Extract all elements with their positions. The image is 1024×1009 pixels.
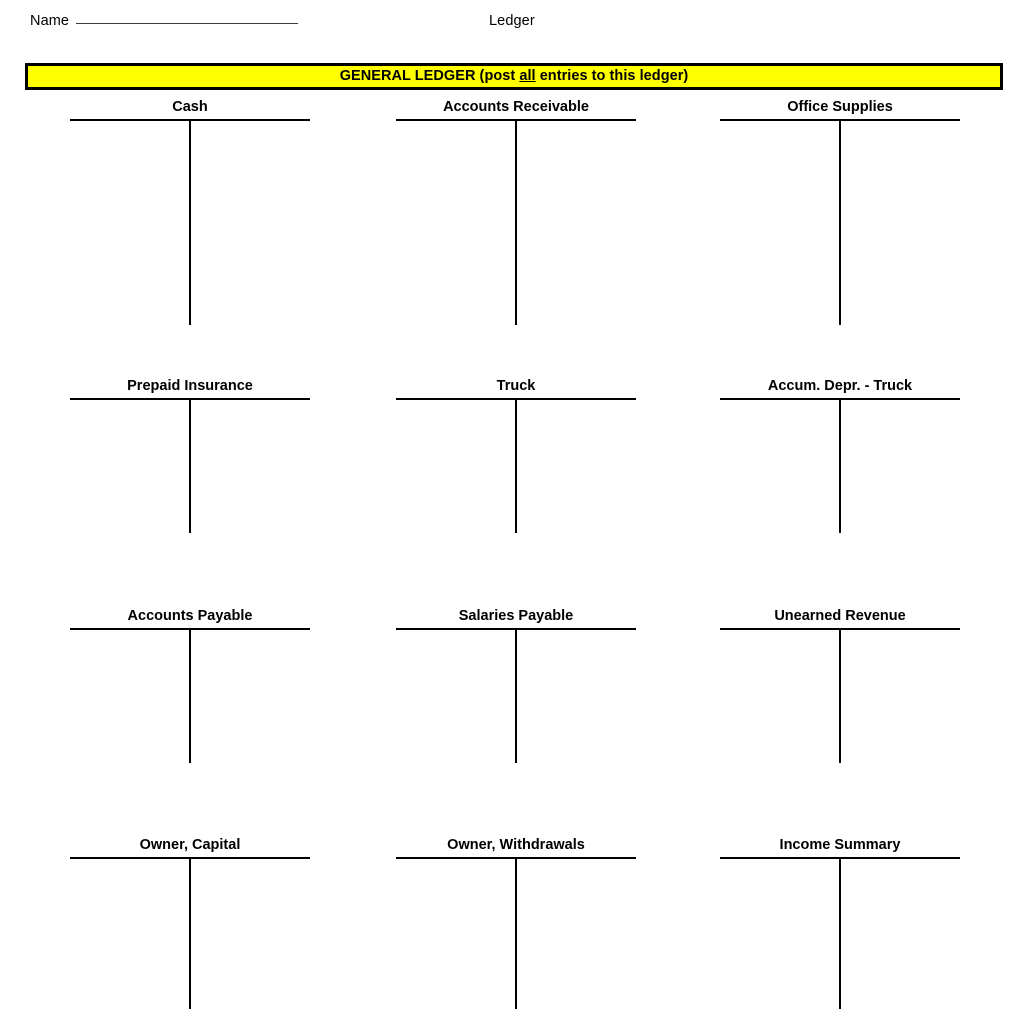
t-account-center-divider <box>839 121 842 325</box>
t-account-title: Prepaid Insurance <box>127 378 253 394</box>
name-field-group: Name <box>30 13 299 29</box>
page-header: Name Ledger <box>0 0 1024 44</box>
general-ledger-banner: GENERAL LEDGER (post all entries to this… <box>25 63 1003 90</box>
t-account-top-rule <box>396 628 636 630</box>
t-account-accum-depr-truck[interactable]: Accum. Depr. - Truck <box>720 378 960 533</box>
t-account-center-divider <box>839 630 842 763</box>
t-account-top-rule <box>70 857 310 859</box>
t-account-title: Truck <box>496 378 536 394</box>
t-account-title: Office Supplies <box>787 99 893 115</box>
t-account-top-rule <box>70 628 310 630</box>
t-account-center-divider <box>189 859 192 1009</box>
t-account-center-divider <box>839 859 842 1009</box>
general-ledger-banner-text: GENERAL LEDGER (post all entries to this… <box>340 69 689 84</box>
t-account-center-divider <box>515 630 518 763</box>
name-label: Name <box>30 13 70 29</box>
t-account-top-rule <box>396 119 636 121</box>
t-account-center-divider <box>189 121 192 325</box>
t-account-title: Salaries Payable <box>458 608 574 624</box>
t-account-top-rule <box>720 628 960 630</box>
banner-text-after: entries to this ledger) <box>535 68 689 85</box>
document-title: Ledger <box>489 13 535 29</box>
t-account-title: Accounts Payable <box>127 608 253 624</box>
t-account-top-rule <box>720 398 960 400</box>
t-account-title: Accounts Receivable <box>443 99 589 115</box>
banner-text-before: GENERAL LEDGER (post <box>339 68 520 85</box>
t-account-top-rule <box>70 119 310 121</box>
t-account-owner-capital[interactable]: Owner, Capital <box>70 837 310 1009</box>
t-account-title: Owner, Capital <box>139 837 241 853</box>
t-account-income-summary[interactable]: Income Summary <box>720 837 960 1009</box>
t-account-office-supplies[interactable]: Office Supplies <box>720 99 960 325</box>
t-account-owner-withdrawals[interactable]: Owner, Withdrawals <box>396 837 636 1009</box>
t-account-center-divider <box>515 121 518 325</box>
t-account-title: Income Summary <box>779 837 901 853</box>
t-account-center-divider <box>515 400 518 533</box>
t-account-center-divider <box>839 400 842 533</box>
t-account-unearned-revenue[interactable]: Unearned Revenue <box>720 608 960 763</box>
t-account-prepaid-insurance[interactable]: Prepaid Insurance <box>70 378 310 533</box>
t-account-accounts-receivable[interactable]: Accounts Receivable <box>396 99 636 325</box>
name-write-in-line[interactable] <box>76 23 299 24</box>
t-account-title: Accum. Depr. - Truck <box>767 378 913 394</box>
banner-text-emphasis: all <box>519 68 536 85</box>
t-account-center-divider <box>189 630 192 763</box>
t-account-top-rule <box>720 119 960 121</box>
t-account-top-rule <box>396 398 636 400</box>
t-account-title: Owner, Withdrawals <box>447 837 585 853</box>
t-account-salaries-payable[interactable]: Salaries Payable <box>396 608 636 763</box>
t-account-truck[interactable]: Truck <box>396 378 636 533</box>
t-account-title: Cash <box>172 99 208 115</box>
t-account-cash[interactable]: Cash <box>70 99 310 325</box>
t-account-center-divider <box>189 400 192 533</box>
t-account-center-divider <box>515 859 518 1009</box>
t-account-top-rule <box>396 857 636 859</box>
t-account-top-rule <box>720 857 960 859</box>
t-account-title: Unearned Revenue <box>774 608 906 624</box>
t-account-accounts-payable[interactable]: Accounts Payable <box>70 608 310 763</box>
t-account-top-rule <box>70 398 310 400</box>
